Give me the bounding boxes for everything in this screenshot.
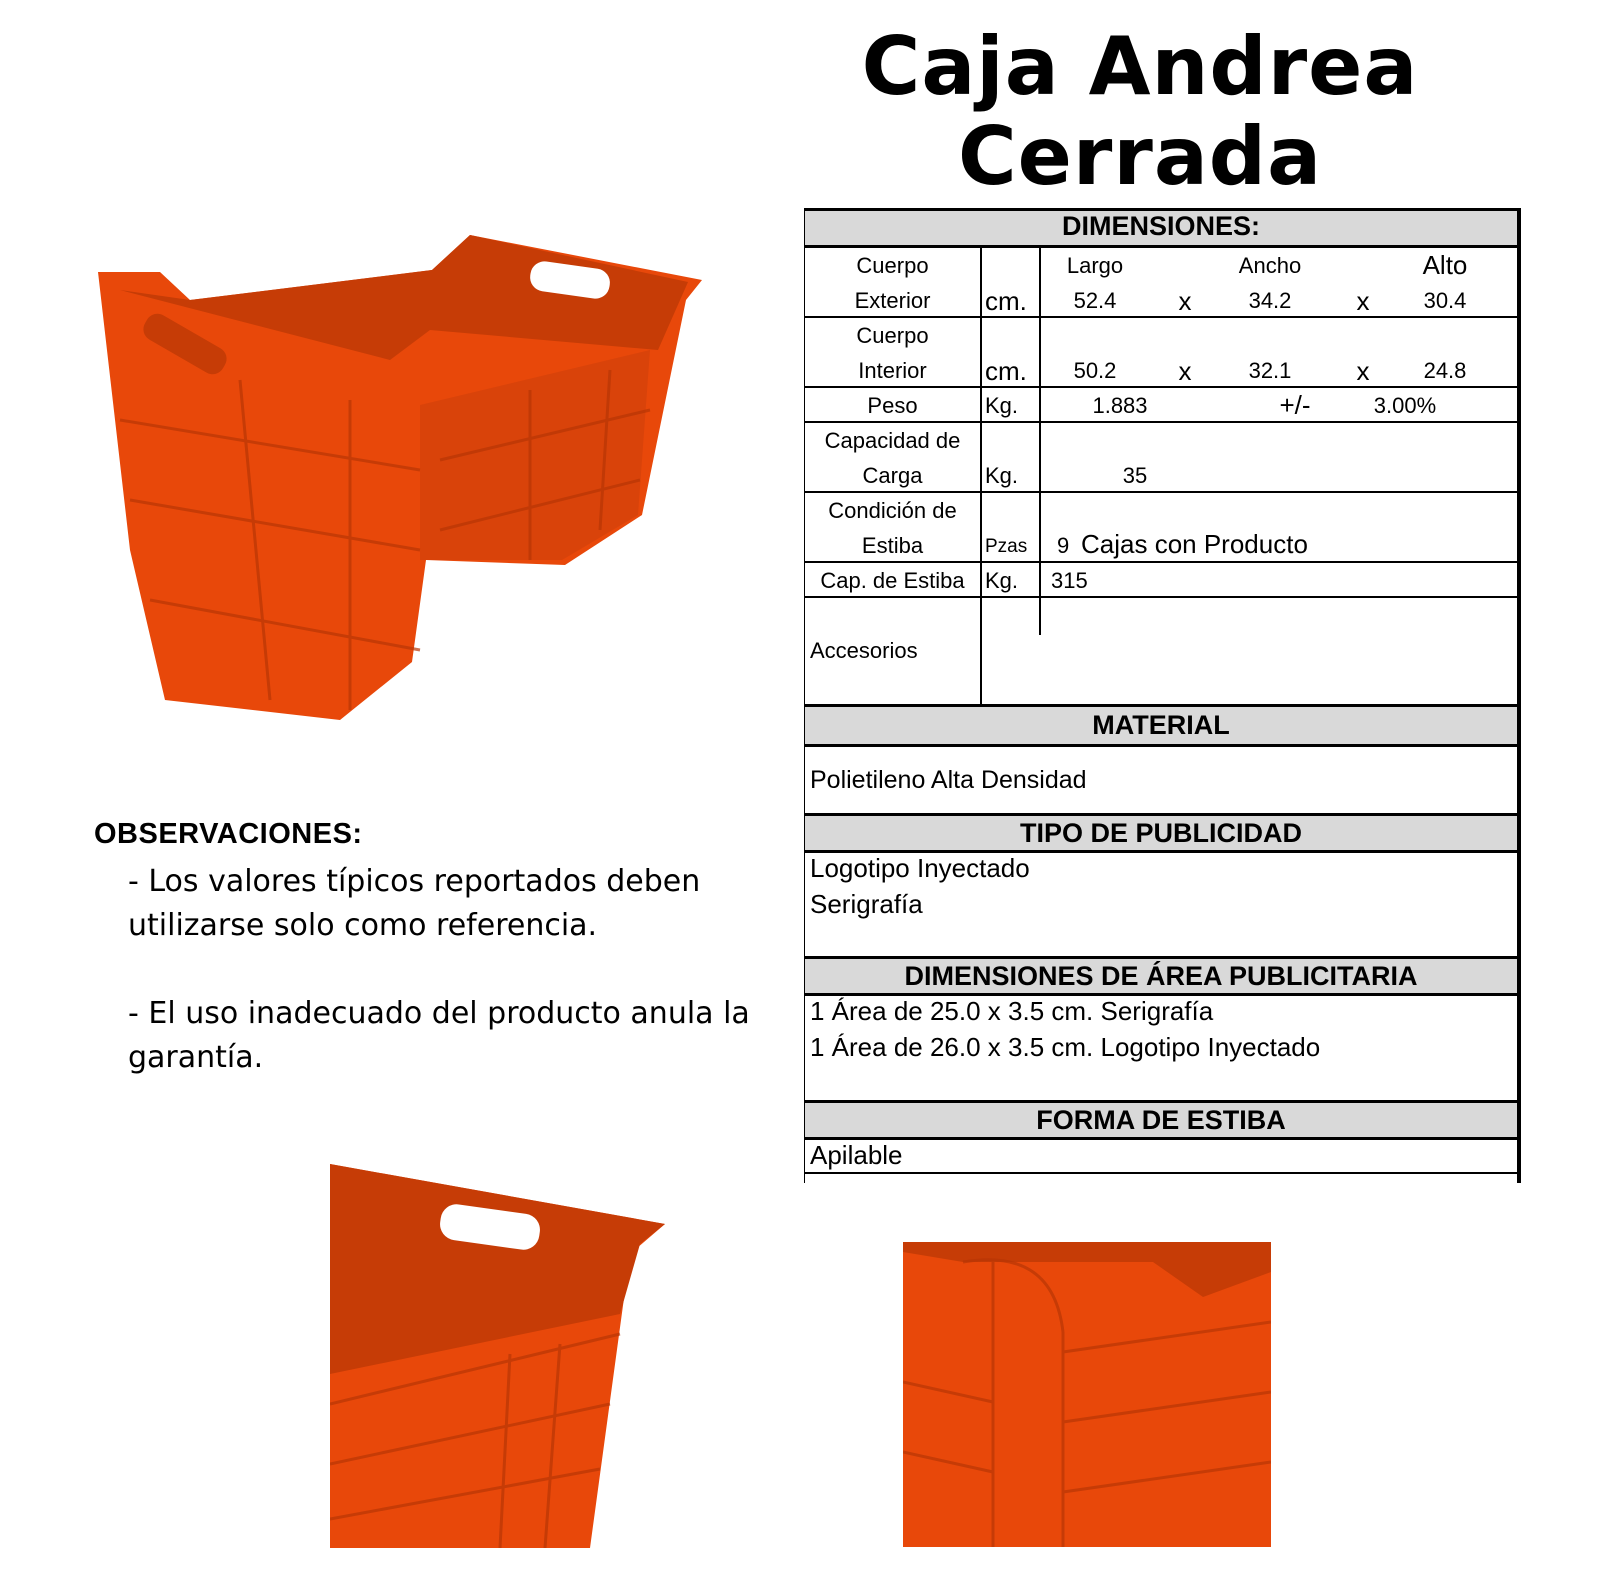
capacidad-value: 35: [1122, 463, 1148, 488]
observaciones-heading: OBSERVACIONES:: [94, 818, 363, 850]
area-publicitaria-header: DIMENSIONES DE ÁREA PUBLICITARIA: [805, 959, 1517, 993]
condicion-unit: Pzas: [985, 536, 1028, 557]
cap-estiba-value: 315: [1051, 568, 1088, 593]
page-title-line1: Caja Andrea: [861, 20, 1419, 113]
forma-estiba-value: Apilable: [810, 1140, 903, 1170]
times-sign: x: [1356, 356, 1370, 386]
condicion-num: 9: [1057, 533, 1070, 558]
capacidad-label1: Capacidad de: [824, 428, 961, 453]
area-item: 1 Área de 25.0 x 3.5 cm. Serigrafía: [810, 996, 1214, 1026]
interior-alto: 24.8: [1423, 358, 1467, 383]
observacion-item: - El uso inadecuado del producto anula l…: [128, 996, 750, 1075]
crate-detail-right-image: [903, 1242, 1271, 1547]
times-sign: x: [1178, 356, 1192, 386]
forma-estiba-header: FORMA DE ESTIBA: [805, 1103, 1517, 1137]
interior-label1: Cuerpo: [856, 323, 929, 348]
peso-unit: Kg.: [985, 393, 1019, 418]
condicion-text: Cajas con Producto: [1081, 529, 1308, 559]
crate-main-image: [98, 235, 702, 720]
cap-estiba-label: Cap. de Estiba: [820, 568, 965, 593]
exterior-largo: 52.4: [1073, 288, 1117, 313]
times-sign: x: [1356, 286, 1370, 316]
exterior-ancho: 34.2: [1248, 288, 1292, 313]
exterior-label2: Exterior: [854, 288, 931, 313]
crate-detail-left-image: [330, 1164, 665, 1548]
peso-value: 1.883: [1092, 393, 1148, 418]
peso-label: Peso: [867, 393, 918, 418]
accesorios-label: Accesorios: [810, 638, 918, 663]
interior-label2: Interior: [858, 358, 927, 383]
cap-estiba-unit: Kg.: [985, 568, 1019, 593]
dimensiones-header: DIMENSIONES:: [805, 208, 1517, 245]
condicion-label1: Condición de: [828, 498, 957, 523]
exterior-label1: Cuerpo: [856, 253, 929, 278]
page-title-line2: Cerrada: [957, 110, 1323, 203]
exterior-unit: cm.: [985, 286, 1027, 316]
col-ancho: Ancho: [1238, 253, 1302, 278]
area-item: 1 Área de 26.0 x 3.5 cm. Logotipo Inyect…: [810, 1032, 1321, 1062]
spec-sheet: DIMENSIONES: Cuerpo Exterior cm. Largo A…: [804, 208, 1521, 1183]
publicidad-item: Logotipo Inyectado: [810, 853, 1030, 883]
publicidad-item: Serigrafía: [810, 889, 923, 919]
capacidad-label2: Carga: [862, 463, 923, 488]
material-value: Polietileno Alta Densidad: [810, 766, 1087, 794]
capacidad-unit: Kg.: [985, 463, 1019, 488]
publicidad-header: TIPO DE PUBLICIDAD: [805, 816, 1517, 850]
exterior-alto: 30.4: [1423, 288, 1467, 313]
times-sign: x: [1178, 286, 1192, 316]
condicion-label2: Estiba: [861, 533, 924, 558]
col-largo: Largo: [1066, 253, 1124, 278]
interior-ancho: 32.1: [1248, 358, 1292, 383]
interior-largo: 50.2: [1073, 358, 1117, 383]
peso-tolerance: 3.00%: [1373, 393, 1437, 418]
material-header: MATERIAL: [805, 707, 1517, 744]
col-alto: Alto: [1422, 250, 1468, 280]
interior-unit: cm.: [985, 356, 1027, 386]
peso-tolerance-sign: +/-: [1279, 390, 1311, 420]
observacion-item: - Los valores típicos reportados deben u…: [128, 864, 701, 943]
